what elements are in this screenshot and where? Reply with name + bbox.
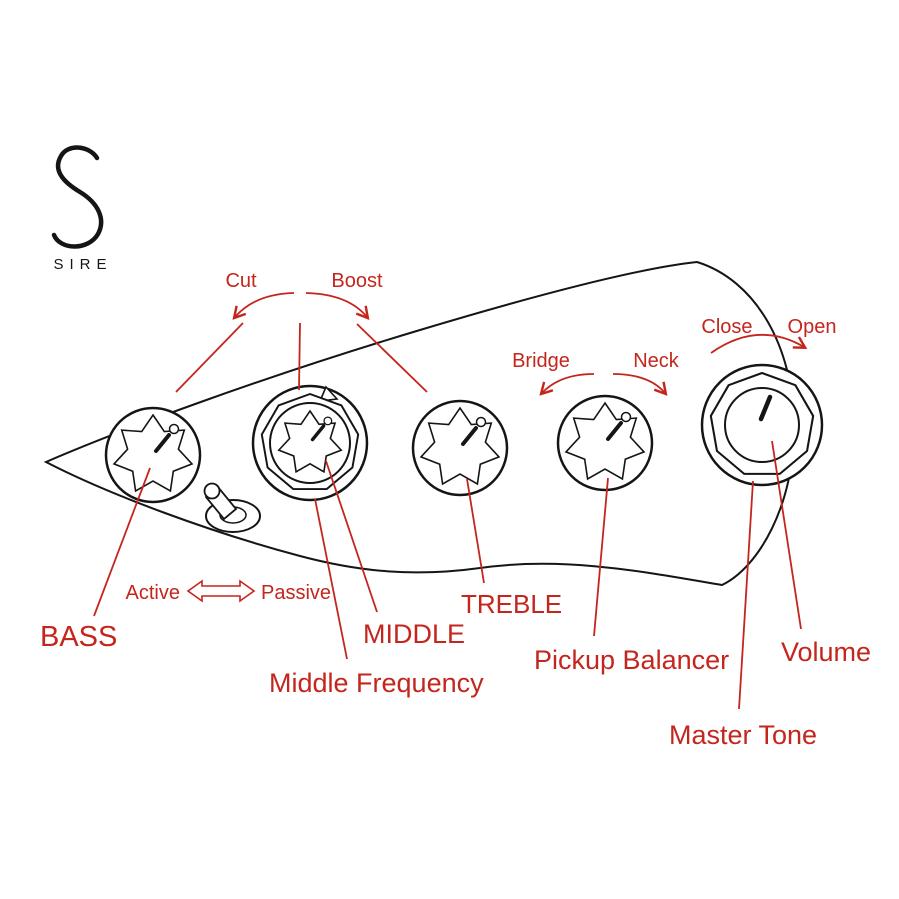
open-label: Open	[788, 316, 837, 338]
close-open-arrow	[710, 333, 808, 354]
volume-tone-stacked-knob	[700, 363, 824, 487]
bridge-label: Bridge	[512, 350, 570, 372]
cut-boost-leader-middle	[298, 322, 301, 391]
cut-arrow	[232, 292, 295, 320]
treble-knob	[411, 399, 509, 497]
middle-label: MIDDLE	[363, 619, 465, 649]
control-plate-outline	[43, 260, 796, 587]
active-passive-switch	[203, 482, 261, 533]
treble-label: TREBLE	[461, 589, 562, 619]
bass-leader	[93, 467, 151, 617]
neck-label: Neck	[633, 350, 680, 372]
sire-logo-s-mark	[51, 145, 104, 249]
middle-frequency-leader	[314, 498, 348, 660]
pickup-balancer-knob	[556, 394, 654, 492]
master-tone-label: Master Tone	[669, 720, 817, 750]
middle-stacked-knob	[251, 384, 369, 502]
pickup-balancer-label: Pickup Balancer	[534, 645, 729, 675]
bass-knob	[104, 406, 202, 504]
cut-label: Cut	[225, 270, 257, 292]
cut-boost-leader-treble	[356, 323, 428, 393]
boost-label: Boost	[331, 270, 383, 292]
volume-knob-top	[724, 387, 800, 463]
middle-frequency-label: Middle Frequency	[269, 668, 484, 698]
volume-label: Volume	[781, 637, 871, 667]
middle-leader	[325, 460, 378, 613]
boost-arrow	[305, 292, 370, 320]
volume-knob-pointer	[758, 394, 773, 422]
bass-label: BASS	[40, 621, 117, 653]
treble-leader	[466, 478, 485, 584]
sire-logo-wordmark: SIRE	[53, 256, 112, 273]
neck-arrow	[612, 373, 668, 396]
volume-leader	[771, 440, 802, 630]
active-label: Active	[126, 582, 180, 604]
master-tone-leader	[738, 480, 754, 710]
sire-logo: SIRE	[51, 145, 112, 273]
bridge-arrow	[539, 373, 595, 396]
switch-lever-tip	[203, 482, 221, 500]
active-passive-double-arrow	[186, 579, 256, 603]
passive-label: Passive	[261, 582, 331, 604]
close-label: Close	[701, 316, 752, 338]
cut-boost-leader-bass	[175, 322, 244, 393]
pickup-balancer-leader	[593, 477, 609, 637]
